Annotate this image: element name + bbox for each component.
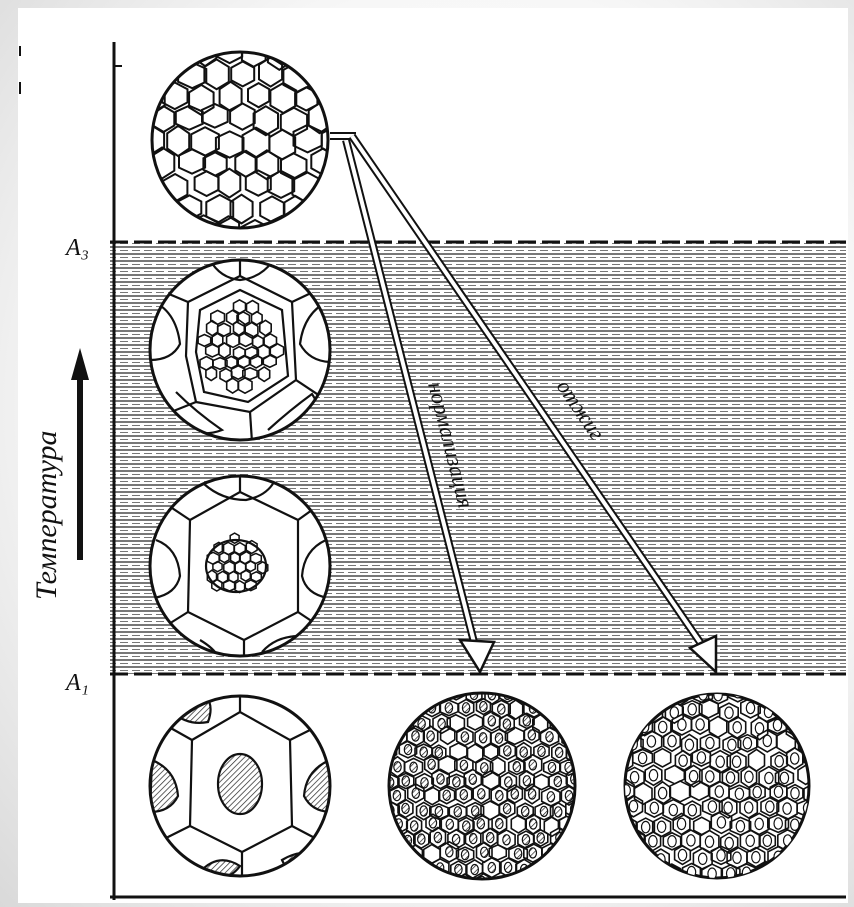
micrograph-austenite bbox=[125, 19, 360, 249]
temperature-arrow bbox=[71, 348, 89, 560]
a3-label: A₃ bbox=[64, 235, 89, 261]
micrograph-below-a1 bbox=[150, 690, 332, 880]
temperature-label: Температура bbox=[30, 431, 63, 600]
a1-label: A₁ bbox=[64, 670, 89, 696]
micrograph-normalized bbox=[365, 670, 594, 894]
micrograph-annealed bbox=[605, 667, 837, 901]
